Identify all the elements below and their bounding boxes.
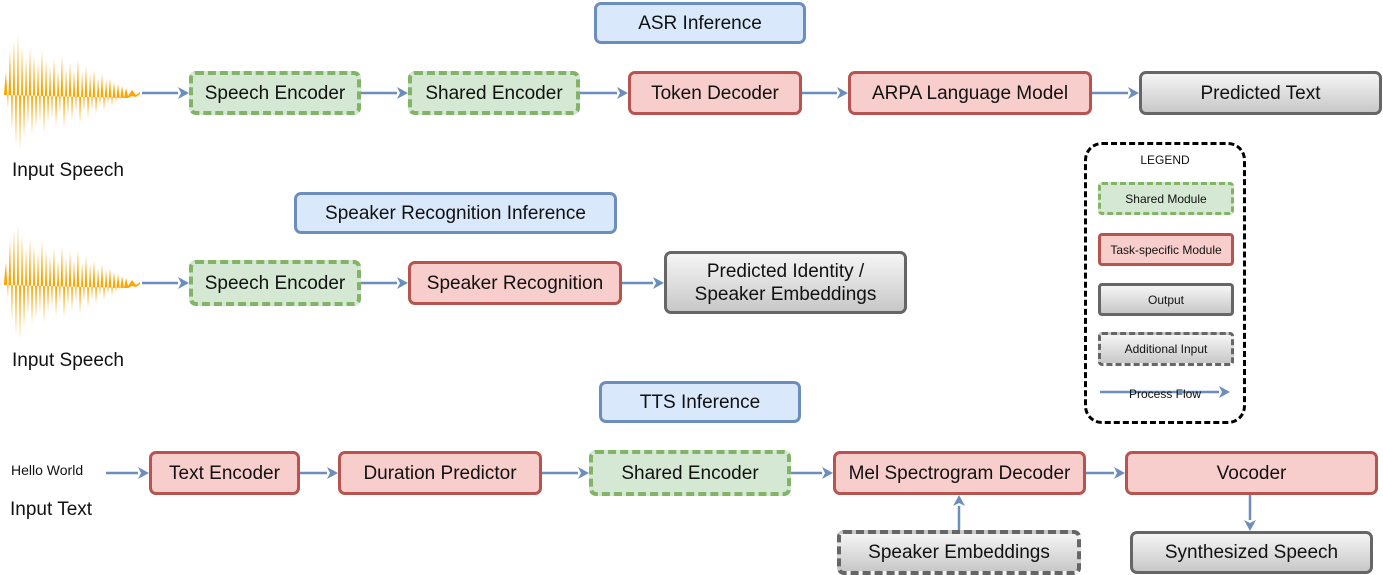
asr-waveform-icon bbox=[4, 35, 140, 150]
tts-title: TTS Inference bbox=[599, 381, 801, 423]
asr-token-decoder: Token Decoder bbox=[628, 71, 802, 115]
legend-title: LEGEND bbox=[1140, 153, 1190, 167]
tts-vocoder: Vocoder bbox=[1125, 451, 1378, 495]
speaker-waveform-icon bbox=[4, 225, 140, 340]
tts-arrow-text-duration bbox=[300, 467, 338, 479]
asr-arrow-speech-shared bbox=[361, 87, 408, 99]
legend-process-flow-label: Process Flow bbox=[1128, 387, 1202, 401]
legend-output: Output bbox=[1098, 283, 1234, 316]
tts-speaker-embeddings-input: Speaker Embeddings bbox=[837, 530, 1081, 575]
asr-arrow-shared-token bbox=[580, 87, 628, 99]
speaker-arrow-wave-speech bbox=[142, 277, 189, 289]
tts-arrow-embeddings-mel bbox=[953, 495, 965, 530]
speaker-title: Speaker Recognition Inference bbox=[294, 192, 617, 234]
tts-synthesized-speech-output: Synthesized Speech bbox=[1130, 531, 1373, 574]
speaker-recognition-module: Speaker Recognition bbox=[408, 261, 622, 305]
legend-process-flow-arrow bbox=[1100, 386, 1230, 398]
asr-title: ASR Inference bbox=[594, 2, 806, 44]
asr-language-model: ARPA Language Model bbox=[848, 71, 1092, 115]
asr-shared-encoder: Shared Encoder bbox=[408, 71, 580, 115]
tts-arrow-duration-shared bbox=[542, 467, 589, 479]
legend-task-module: Task-specific Module bbox=[1098, 233, 1234, 266]
tts-input-example: Hello World bbox=[11, 462, 84, 478]
speaker-arrow-speech-recognition bbox=[361, 277, 408, 289]
tts-duration-predictor: Duration Predictor bbox=[338, 451, 542, 495]
tts-text-encoder: Text Encoder bbox=[149, 451, 300, 495]
tts-input-label: Input Text bbox=[10, 499, 93, 520]
tts-arrow-shared-mel bbox=[791, 467, 833, 479]
tts-arrow-vocoder-output bbox=[1244, 495, 1256, 531]
speaker-output-line1: Predicted Identity / bbox=[706, 260, 865, 282]
tts-arrow-input-text bbox=[106, 467, 149, 479]
tts-shared-encoder: Shared Encoder bbox=[589, 450, 791, 496]
asr-speech-encoder: Speech Encoder bbox=[189, 71, 361, 115]
speaker-identity-output: Predicted Identity / Speaker Embeddings bbox=[664, 251, 907, 314]
asr-arrow-lm-output bbox=[1092, 87, 1139, 99]
legend: LEGEND Shared Module Task-specific Modul… bbox=[1084, 142, 1246, 424]
asr-predicted-text-output: Predicted Text bbox=[1139, 71, 1382, 115]
speaker-arrow-recognition-output bbox=[622, 277, 664, 289]
tts-arrow-mel-vocoder bbox=[1086, 467, 1125, 479]
speaker-output-line2: Speaker Embeddings bbox=[694, 283, 877, 305]
asr-arrow-wave-speech bbox=[142, 87, 189, 99]
asr-arrow-token-lm bbox=[802, 87, 848, 99]
speaker-speech-encoder: Speech Encoder bbox=[189, 260, 361, 306]
legend-shared-module: Shared Module bbox=[1098, 182, 1234, 215]
legend-additional-input: Additional Input bbox=[1098, 332, 1234, 366]
speaker-input-label: Input Speech bbox=[12, 350, 124, 371]
asr-input-label: Input Speech bbox=[12, 160, 124, 181]
tts-mel-decoder: Mel Spectrogram Decoder bbox=[833, 451, 1086, 495]
